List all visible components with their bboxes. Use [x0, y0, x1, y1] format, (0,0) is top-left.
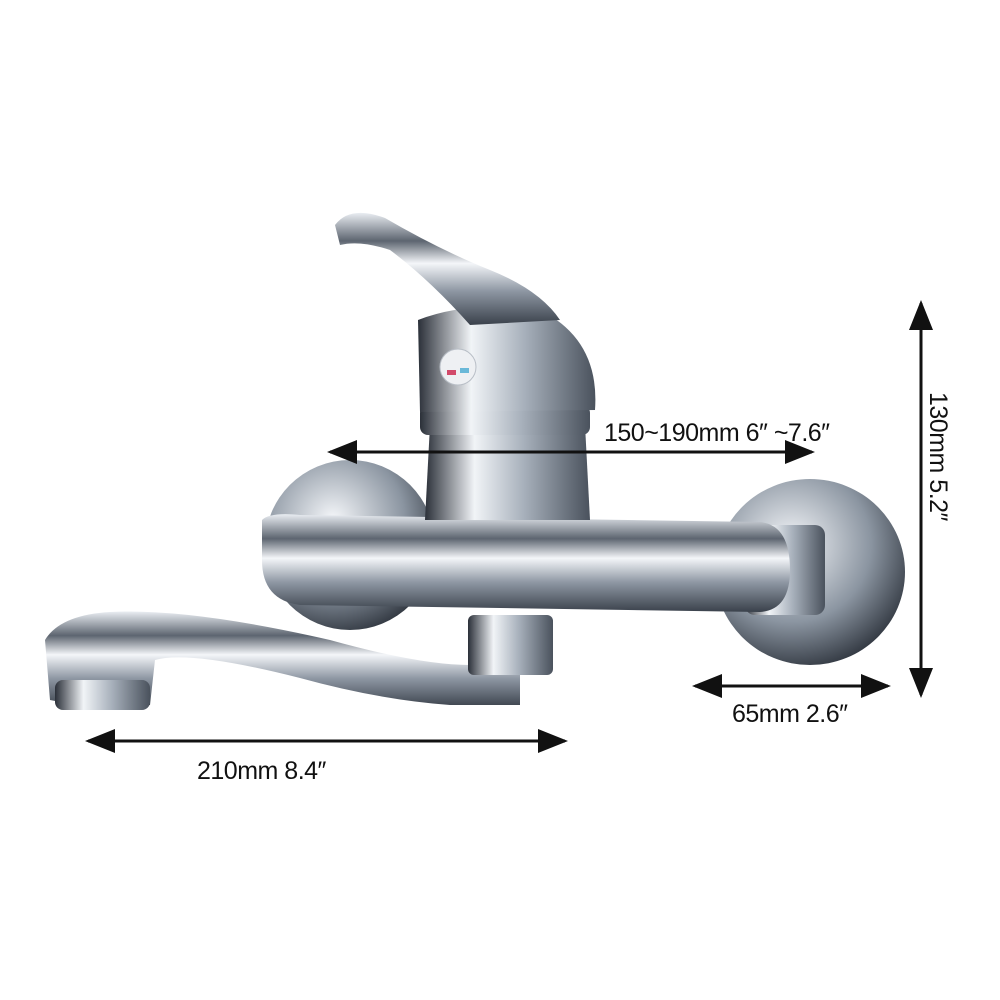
mixer-body	[262, 514, 790, 612]
spout-length-label: 210mm 8.4″	[197, 757, 326, 785]
hot-cold-indicator	[439, 348, 477, 386]
height-label: 130mm 5.2″	[924, 392, 952, 521]
hot-mark	[447, 370, 456, 375]
housing-ring	[420, 405, 590, 435]
cold-mark	[460, 368, 469, 373]
handle-base	[418, 306, 596, 412]
spout-collar	[468, 615, 553, 675]
lever-handle	[335, 212, 560, 325]
cartridge-housing	[425, 425, 590, 520]
center-distance-label: 150~190mm 6″ ~7.6″	[604, 419, 830, 447]
spout-aerator	[55, 680, 150, 710]
depth-label: 65mm 2.6″	[732, 700, 848, 728]
swivel-spout	[45, 611, 520, 708]
